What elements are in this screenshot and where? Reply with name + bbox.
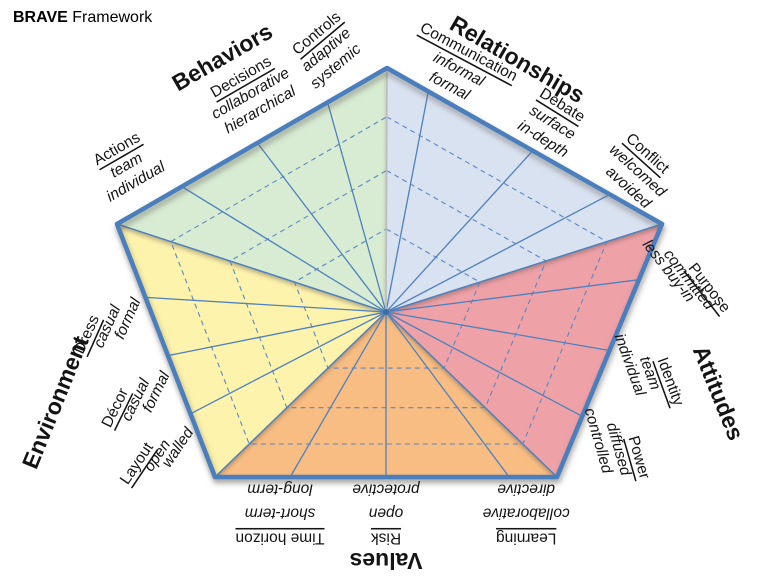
page-title: BRAVE Framework bbox=[13, 9, 152, 27]
spoke-behaviors-controls bbox=[326, 102, 387, 313]
pole-label-long-term: long-term bbox=[247, 481, 313, 498]
spoke-relationships-conflict bbox=[385, 193, 611, 313]
spoke-attitudes-power bbox=[385, 311, 583, 417]
category-label-risk: Risk bbox=[371, 530, 401, 547]
spoke-environment-layout bbox=[190, 311, 387, 415]
spoke-attitudes-purpose bbox=[385, 279, 639, 313]
title-acronym: BRAVE bbox=[13, 9, 68, 26]
grid-ring-3 bbox=[170, 116, 608, 445]
pole-label-open: open bbox=[369, 505, 403, 522]
sector-divider bbox=[116, 223, 387, 313]
grid-ring-1 bbox=[293, 228, 481, 369]
spoke-relationships-communication bbox=[385, 91, 429, 313]
sector-relationships-fill bbox=[386, 68, 662, 312]
sector-title-environment: Environment bbox=[17, 332, 94, 472]
sector-divider bbox=[385, 223, 663, 313]
sector-divider bbox=[385, 311, 558, 478]
sector-title-attitudes: Attitudes bbox=[688, 342, 749, 444]
spoke-behaviors-actions bbox=[181, 186, 387, 313]
sector-attitudes-fill bbox=[386, 224, 662, 477]
title-suffix: Framework bbox=[67, 9, 153, 26]
sector-title-values: Values bbox=[350, 548, 423, 574]
pentagon-border bbox=[114, 65, 665, 480]
spoke-values-time-horizon bbox=[289, 311, 387, 478]
spoke-environment-décor bbox=[167, 311, 387, 357]
category-label-time-horizon: Time horizon bbox=[235, 530, 324, 547]
sector-divider-top bbox=[385, 67, 388, 313]
spoke-values-learning bbox=[385, 311, 510, 478]
spoke-relationships-debate bbox=[385, 150, 534, 313]
category-label-learning: Learning bbox=[496, 530, 556, 547]
spoke-behaviors-decisions bbox=[256, 142, 387, 313]
pole-label-short-term: short-term bbox=[245, 505, 316, 522]
sector-behaviors-fill bbox=[117, 68, 387, 312]
sector-divider bbox=[214, 311, 387, 478]
spoke-attitudes-identity bbox=[385, 311, 610, 352]
hub-dot bbox=[383, 309, 389, 315]
pole-label-protective: protective bbox=[352, 481, 421, 498]
sector-environment-fill bbox=[117, 224, 386, 477]
pole-label-collaborative: collaborative bbox=[482, 505, 569, 522]
pole-label-directive: directive bbox=[497, 481, 555, 498]
spoke-environment-dress bbox=[145, 296, 387, 313]
